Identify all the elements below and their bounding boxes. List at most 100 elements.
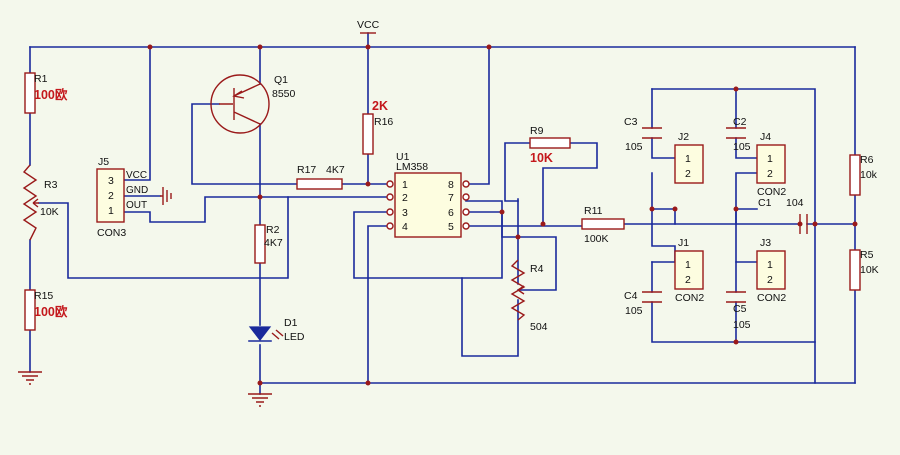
- svg-text:105: 105: [625, 141, 643, 153]
- svg-text:R4: R4: [530, 263, 544, 275]
- svg-text:105: 105: [625, 305, 643, 317]
- svg-text:R16: R16: [374, 116, 393, 128]
- potentiometer-r4: R4 504: [510, 259, 548, 333]
- capacitor-c3: C3 105: [624, 116, 662, 153]
- connector-j2: J2 1 2: [674, 131, 704, 184]
- ground-center: [248, 393, 272, 407]
- svg-text:VCC: VCC: [126, 170, 147, 181]
- svg-text:C3: C3: [624, 116, 638, 128]
- svg-text:2: 2: [767, 274, 773, 286]
- svg-text:J5: J5: [98, 156, 109, 168]
- svg-text:J2: J2: [678, 131, 689, 143]
- svg-text:105: 105: [733, 319, 751, 331]
- svg-text:10K: 10K: [40, 206, 59, 218]
- svg-text:2: 2: [685, 274, 691, 286]
- resistor-r6: R6 10k: [849, 154, 878, 196]
- svg-text:100欧: 100欧: [34, 87, 68, 102]
- svg-text:504: 504: [530, 321, 548, 333]
- svg-text:2: 2: [685, 168, 691, 180]
- resistor-r5: R5 10K: [849, 249, 879, 291]
- svg-text:6: 6: [448, 207, 454, 219]
- resistor-r15: R15 100欧: [24, 289, 68, 331]
- svg-text:1: 1: [108, 205, 114, 217]
- u1-left-pins: 1 2 3 4: [386, 179, 408, 233]
- svg-text:10K: 10K: [530, 151, 553, 165]
- svg-text:LM358: LM358: [396, 161, 428, 173]
- resistor-r9: R9 10K: [529, 125, 571, 165]
- connector-j3: J3 1 2 CON2: [756, 237, 786, 304]
- capacitor-c1: C1 104: [758, 197, 808, 234]
- svg-text:R6: R6: [860, 154, 874, 166]
- svg-text:J4: J4: [760, 131, 771, 143]
- svg-text:4K7: 4K7: [264, 237, 283, 249]
- svg-text:4K7: 4K7: [326, 164, 345, 176]
- svg-text:8550: 8550: [272, 88, 296, 100]
- svg-text:2: 2: [108, 190, 114, 202]
- svg-text:R15: R15: [34, 290, 53, 302]
- svg-text:J1: J1: [678, 237, 689, 249]
- resistor-r17: R17 4K7: [296, 164, 345, 190]
- svg-text:LED: LED: [284, 331, 305, 343]
- svg-text:Q1: Q1: [274, 74, 288, 86]
- svg-text:5: 5: [448, 221, 454, 233]
- svg-text:R1: R1: [34, 73, 48, 85]
- svg-text:R3: R3: [44, 179, 58, 191]
- transistor-q1: Q1 8550: [210, 74, 296, 134]
- svg-text:105: 105: [733, 141, 751, 153]
- svg-text:1: 1: [767, 259, 773, 271]
- svg-text:2K: 2K: [372, 99, 388, 113]
- resistor-r2: R2 4K7: [254, 224, 283, 264]
- svg-text:R5: R5: [860, 249, 874, 261]
- svg-text:C1: C1: [758, 197, 772, 209]
- potentiometer-r3: R3 10K: [22, 164, 59, 241]
- wires: [29, 32, 856, 395]
- resistor-r16: 2K R16: [362, 99, 393, 155]
- svg-text:10K: 10K: [860, 264, 879, 276]
- svg-text:3: 3: [108, 175, 114, 187]
- svg-text:VCC: VCC: [357, 19, 380, 31]
- svg-text:1: 1: [767, 153, 773, 165]
- connector-j1: J1 1 2 CON2: [674, 237, 704, 304]
- svg-text:2: 2: [402, 192, 408, 204]
- connector-j5: J5 3 2 1 VCC GND OUT CON3: [96, 156, 172, 239]
- resistor-r1: R1 100欧: [24, 72, 68, 114]
- svg-text:U1: U1: [396, 151, 410, 163]
- svg-text:R2: R2: [266, 224, 280, 236]
- capacitor-c2: C2 105: [726, 116, 751, 153]
- resistor-r11: R11 100K: [581, 205, 625, 245]
- led-d1: D1 LED: [248, 317, 305, 343]
- svg-text:1: 1: [685, 259, 691, 271]
- connector-j4: J4 1 2 CON2: [756, 131, 786, 198]
- svg-text:GND: GND: [126, 185, 148, 196]
- svg-text:8: 8: [448, 179, 454, 191]
- svg-text:100欧: 100欧: [34, 304, 68, 319]
- svg-text:3: 3: [402, 207, 408, 219]
- u1-right-pins: 8 7 6 5: [448, 179, 470, 233]
- svg-text:100K: 100K: [584, 233, 609, 245]
- svg-text:CON3: CON3: [97, 227, 126, 239]
- svg-text:CON2: CON2: [675, 292, 704, 304]
- svg-text:CON2: CON2: [757, 186, 786, 198]
- opamp-u1: U1 LM358 1 2 3 4 8 7 6 5: [386, 151, 470, 238]
- svg-text:7: 7: [448, 192, 454, 204]
- vcc-label: VCC: [357, 19, 380, 34]
- svg-text:R9: R9: [530, 125, 544, 137]
- svg-text:OUT: OUT: [126, 200, 147, 211]
- junctions: [147, 44, 858, 386]
- ground-left: [18, 371, 42, 385]
- svg-text:2: 2: [767, 168, 773, 180]
- svg-text:1: 1: [685, 153, 691, 165]
- svg-text:4: 4: [402, 221, 408, 233]
- svg-text:CON2: CON2: [757, 292, 786, 304]
- svg-text:C5: C5: [733, 303, 747, 315]
- capacitor-c5: C5 105: [726, 291, 751, 331]
- svg-text:104: 104: [786, 197, 804, 209]
- svg-text:1: 1: [402, 179, 408, 191]
- svg-text:C2: C2: [733, 116, 747, 128]
- svg-text:D1: D1: [284, 317, 298, 329]
- svg-text:J3: J3: [760, 237, 771, 249]
- svg-text:R11: R11: [584, 205, 603, 217]
- svg-text:10k: 10k: [860, 169, 878, 181]
- svg-text:R17: R17: [297, 164, 316, 176]
